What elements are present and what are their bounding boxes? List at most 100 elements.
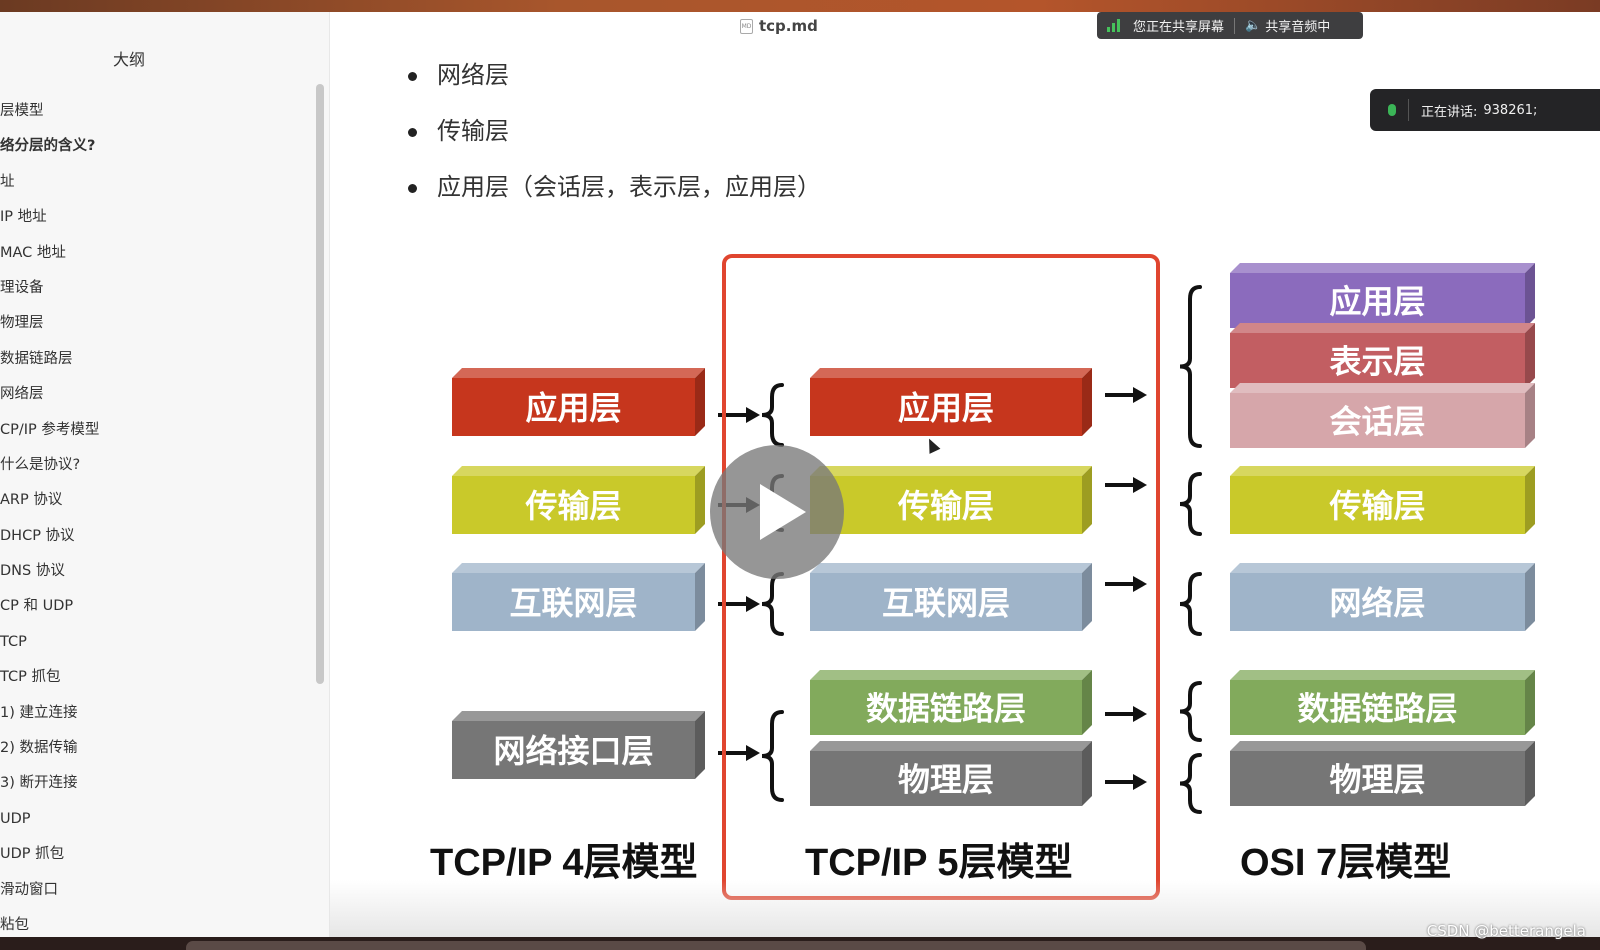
- play-icon[interactable]: [710, 445, 844, 579]
- layer-top-face: [810, 670, 1092, 680]
- layer-label: 数据链路层: [1297, 690, 1457, 728]
- bullet-item: 传输层: [405, 111, 821, 167]
- outline-item[interactable]: 数据链路层: [0, 350, 73, 367]
- dock: [0, 937, 1600, 950]
- brace-icon: [761, 383, 784, 447]
- brace-icon: [1179, 472, 1202, 536]
- outline-item[interactable]: 滑动窗口: [0, 881, 58, 898]
- layer-front-face: [1230, 476, 1525, 534]
- layer-side-face: [695, 466, 705, 534]
- outline-item[interactable]: 物理层: [0, 315, 44, 332]
- outline-item[interactable]: ARP 协议: [0, 492, 63, 509]
- layer-label: 传输层: [524, 487, 621, 525]
- outline-item[interactable]: IP 地址: [0, 209, 47, 226]
- outline-item[interactable]: MAC 地址: [0, 244, 66, 261]
- layer-front-face: [1230, 751, 1525, 806]
- layer-top-face: [810, 368, 1092, 378]
- layer-label: 应用层: [898, 389, 994, 427]
- outline-item[interactable]: 网络层: [0, 386, 44, 403]
- outline-item[interactable]: 3) 断开连接: [0, 775, 78, 792]
- layer-front-face: [1230, 573, 1525, 631]
- layer-top-face: [1230, 670, 1535, 680]
- arrow-right-icon: [1105, 387, 1147, 403]
- outline-item[interactable]: DHCP 协议: [0, 527, 75, 544]
- outline-item[interactable]: 粘包: [0, 916, 29, 933]
- layer-top-face: [1230, 466, 1535, 476]
- layer-side-face: [1082, 466, 1092, 534]
- speaker-icon: 🔈: [1245, 18, 1262, 33]
- outline-item[interactable]: 址: [0, 173, 15, 190]
- layer-label: 网络接口层: [493, 732, 653, 770]
- screen-share-status: 您正在共享屏幕: [1133, 20, 1225, 35]
- layer-label: 传输层: [897, 487, 994, 525]
- layer-top-face: [1230, 563, 1535, 573]
- arrow-right-icon: [1105, 576, 1147, 592]
- outline-item[interactable]: TCP: [0, 633, 27, 650]
- bullet-item: 网络层: [405, 55, 821, 111]
- sidebar-scrollbar[interactable]: [316, 84, 324, 684]
- layer-side-face: [1525, 263, 1535, 328]
- layer-side-face: [1525, 670, 1535, 735]
- outline-item[interactable]: UDP: [0, 810, 31, 827]
- layer-side-face: [695, 563, 705, 631]
- bullet-item: 应用层（会话层，表示层，应用层）: [405, 167, 821, 223]
- top-menu-bar: [0, 0, 1600, 12]
- outline-item[interactable]: 1) 建立连接: [0, 704, 78, 721]
- brace-icon: [761, 572, 784, 636]
- outline-item[interactable]: DNS 协议: [0, 563, 65, 580]
- layer-top-face: [810, 466, 1092, 476]
- brace-icon: [1179, 753, 1202, 814]
- layer-side-face: [1082, 563, 1092, 631]
- layer-label: 物理层: [898, 761, 994, 799]
- layer-front-face: [810, 573, 1082, 631]
- layer-label: 数据链路层: [866, 690, 1026, 728]
- layer-side-face: [1525, 323, 1535, 388]
- layer-top-face: [810, 741, 1092, 751]
- osi7-layer: 网络层: [1230, 563, 1535, 631]
- layer-front-face: [452, 573, 695, 631]
- outline-item[interactable]: 络分层的含义?: [0, 138, 96, 155]
- layer-top-face: [1230, 383, 1535, 393]
- outline-item[interactable]: 什么是协议?: [0, 456, 81, 473]
- layer-top-face: [452, 711, 705, 721]
- layer-side-face: [1525, 383, 1535, 448]
- layer-label: 传输层: [1328, 487, 1425, 525]
- microphone-icon: [1388, 104, 1396, 116]
- tcpip5-layer: 应用层: [810, 368, 1092, 436]
- layer-side-face: [695, 711, 705, 779]
- outline-item[interactable]: UDP 抓包: [0, 846, 65, 863]
- md-file-icon: MD: [740, 18, 753, 34]
- layer-top-face: [810, 563, 1092, 573]
- outline-item[interactable]: TCP 抓包: [0, 669, 61, 686]
- layer-label: 互联网层: [509, 584, 637, 622]
- osi7-layer: 物理层: [1230, 741, 1535, 806]
- outline-title: 大纲: [112, 50, 145, 69]
- layer-top-face: [452, 466, 705, 476]
- outline-item[interactable]: 理设备: [0, 279, 44, 296]
- layer-front-face: [452, 378, 695, 436]
- screen-share-indicator[interactable]: 您正在共享屏幕 🔈 共享音频中: [1097, 12, 1363, 39]
- outline-sidebar: 大纲 层模型络分层的含义? 址 IP 地址 MAC 地址理设备物理层数据链路层网络层 C…: [0, 12, 330, 937]
- outline-item[interactable]: 2) 数据传输: [0, 740, 78, 757]
- layer-top-face: [1230, 263, 1535, 273]
- layer-label: 会话层: [1329, 403, 1425, 441]
- layer-front-face: [810, 378, 1082, 436]
- signal-bars-icon: [1107, 19, 1123, 32]
- layer-side-face: [1525, 741, 1535, 806]
- outline-item[interactable]: CP 和 UDP: [0, 598, 74, 615]
- outline-item[interactable]: 层模型: [0, 103, 44, 119]
- layer-side-face: [1082, 368, 1092, 436]
- layer-side-face: [695, 368, 705, 436]
- speaking-label: 正在讲话:: [1421, 104, 1478, 120]
- layer-label: 物理层: [1329, 761, 1425, 799]
- layer-label: 互联网层: [882, 584, 1010, 622]
- brace-icon: [1179, 285, 1202, 448]
- divider: [1408, 99, 1409, 121]
- dock-shelf: [186, 941, 1366, 950]
- layer-label: 应用层: [525, 389, 621, 427]
- outline-item[interactable]: CP/IP 参考模型: [0, 421, 100, 438]
- layer-front-face: [1230, 680, 1525, 735]
- osi7-caption: OSI 7层模型: [1240, 842, 1451, 884]
- document-filename: tcp.md: [759, 17, 818, 35]
- tcpip5-layer: 传输层: [810, 466, 1092, 534]
